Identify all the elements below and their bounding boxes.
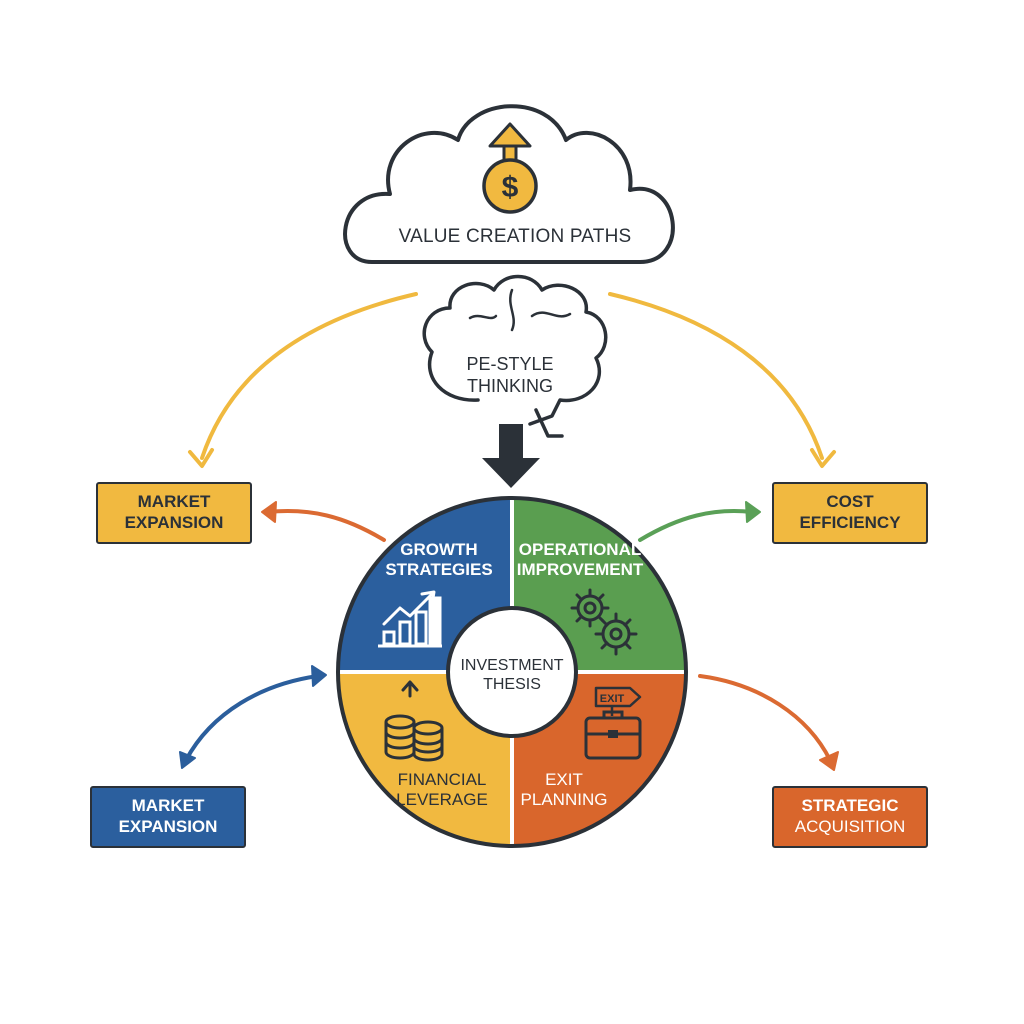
market-expansion-box-top: MARKET EXPANSION <box>96 482 252 544</box>
briefcase-exit-icon: EXIT <box>584 686 642 760</box>
arrow-exit-to-strategic-acquisition <box>698 674 832 762</box>
growth-label-line1: GROWTH <box>400 540 478 559</box>
arrow-exit-to-strategic-acquisition-head <box>819 751 839 771</box>
brain-icon <box>422 274 608 438</box>
exit-label-line1: EXIT <box>545 770 583 789</box>
market-expansion-bottom-line1: MARKET <box>131 796 205 816</box>
arrow-cloud-to-cost-efficiency <box>608 292 824 460</box>
down-arrow-icon <box>482 424 540 488</box>
strategic-acquisition-box: STRATEGIC ACQUISITION <box>772 786 928 848</box>
strategic-acquisition-line1: STRATEGIC <box>801 796 899 816</box>
strategic-acquisition-line2: ACQUISITION <box>794 817 906 836</box>
cost-efficiency-line2: EFFICIENCY <box>799 513 901 532</box>
arrow-operational-to-cost-efficiency <box>638 509 754 542</box>
operational-label-line2: IMPROVEMENT <box>516 560 644 580</box>
exit-planning-label: EXIT PLANNING <box>514 770 614 811</box>
financial-leverage-label: FINANCIAL LEVERAGE <box>378 770 506 811</box>
market-expansion-box-bottom: MARKET EXPANSION <box>90 786 246 848</box>
dollar-coin-up-arrow-icon: $ <box>482 122 538 214</box>
cloud-title: VALUE CREATION PATHS <box>398 226 632 247</box>
operational-improvement-label: OPERATIONAL IMPROVEMENT <box>514 540 646 581</box>
exit-sign-text: EXIT <box>600 693 625 705</box>
arrow-bidirectional-head-top <box>311 665 327 687</box>
bar-chart-growth-icon <box>378 590 442 648</box>
arrow-cloud-to-market-expansion-head <box>188 448 214 468</box>
gears-icon <box>570 588 638 656</box>
brain-label: PE-STYLE THINKING <box>440 354 580 397</box>
coin-stacks-icon <box>384 680 444 762</box>
financial-label-line2: LEVERAGE <box>396 790 488 810</box>
operational-label-line1: OPERATIONAL <box>518 540 642 559</box>
center-circle <box>446 606 578 738</box>
exit-label-line2: PLANNING <box>520 790 608 810</box>
arrow-financial-market-expansion-bidirectional <box>184 674 320 762</box>
arrow-cloud-to-cost-efficiency-head <box>810 448 836 468</box>
arrow-growth-to-market-expansion-head <box>261 501 277 523</box>
market-expansion-bottom-line2: EXPANSION <box>118 817 218 836</box>
svg-text:$: $ <box>502 171 519 204</box>
cost-efficiency-line1: COST <box>826 492 874 512</box>
growth-label-line2: STRATEGIES <box>385 560 493 580</box>
brain-label-line2: THINKING <box>466 375 553 396</box>
arrow-growth-to-market-expansion <box>266 509 386 542</box>
arrow-cloud-to-market-expansion <box>200 292 418 460</box>
financial-label-line1: FINANCIAL <box>397 770 487 789</box>
investment-thesis-label: INVESTMENT THESIS <box>452 656 572 694</box>
arrow-bidirectional-head-bottom <box>179 751 196 769</box>
arrow-operational-to-cost-efficiency-head <box>745 501 761 523</box>
brain-label-line1: PE-STYLE <box>466 354 554 374</box>
market-expansion-top-line1: MARKET <box>137 492 211 512</box>
center-label-line1: INVESTMENT <box>460 657 564 674</box>
growth-strategies-label: GROWTH STRATEGIES <box>374 540 504 581</box>
market-expansion-top-line2: EXPANSION <box>124 513 224 532</box>
center-label-line2: THESIS <box>483 676 541 694</box>
cost-efficiency-box: COST EFFICIENCY <box>772 482 928 544</box>
